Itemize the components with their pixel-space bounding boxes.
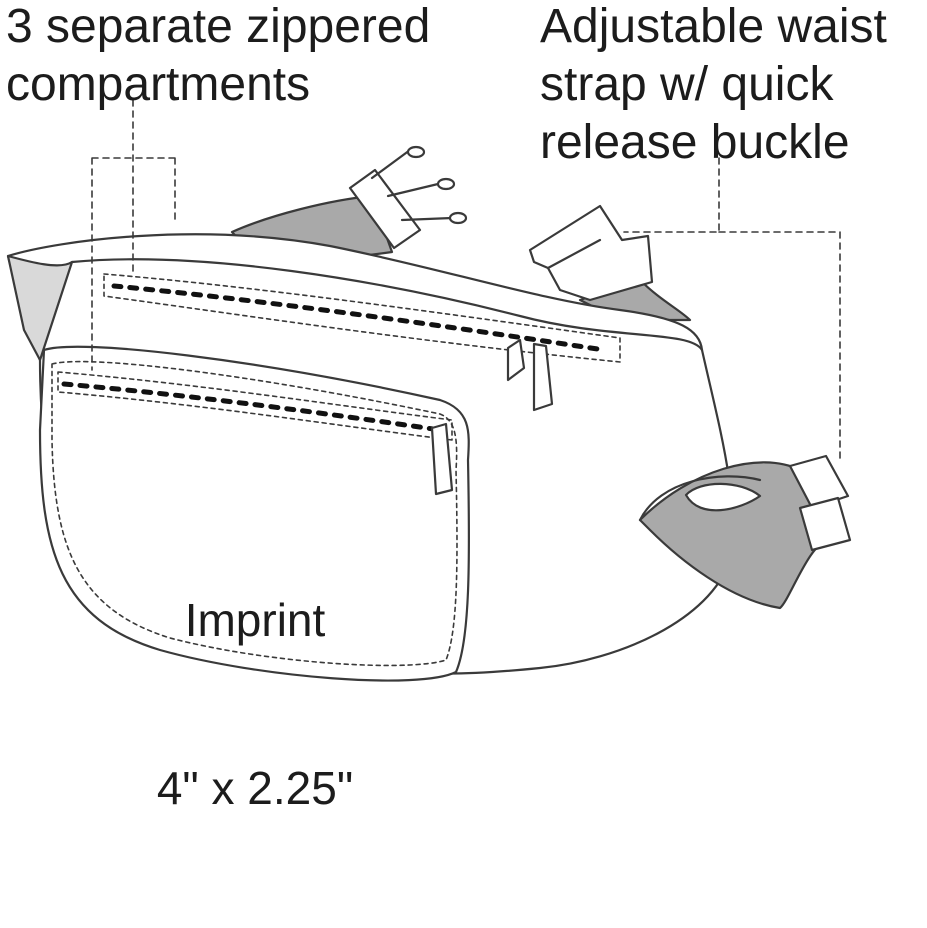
bag-illustration xyxy=(6,99,852,682)
strap-leader-line xyxy=(623,157,841,461)
zipper-pull-icon xyxy=(430,338,554,496)
top-zipper-stitching xyxy=(103,273,621,363)
strap-edge xyxy=(638,475,762,522)
front-pocket xyxy=(38,345,471,682)
imprint-label: Imprint xyxy=(184,594,326,646)
left-buckle-icon xyxy=(348,145,468,250)
adjuster-buckle-icon xyxy=(788,454,852,552)
front-zipper-teeth xyxy=(61,381,443,433)
front-zipper-stitching xyxy=(57,371,453,441)
imprint-area: Imprint 4" x 2.25" xyxy=(110,480,400,928)
fanny-pack-diagram: 3 separate zippered compartments Adjusta… xyxy=(6,0,887,814)
strap-inner xyxy=(684,482,762,512)
imprint-size: 4" x 2.25" xyxy=(156,762,354,814)
top-zipper-teeth xyxy=(111,283,607,353)
release-buckle-icon xyxy=(528,204,654,302)
front-pocket-stitching xyxy=(51,360,458,667)
compartments-leader-line xyxy=(91,99,176,371)
strap-callout: Adjustable waist strap w/ quick release … xyxy=(540,0,887,169)
compartments-callout: 3 separate zippered compartments xyxy=(6,0,431,111)
